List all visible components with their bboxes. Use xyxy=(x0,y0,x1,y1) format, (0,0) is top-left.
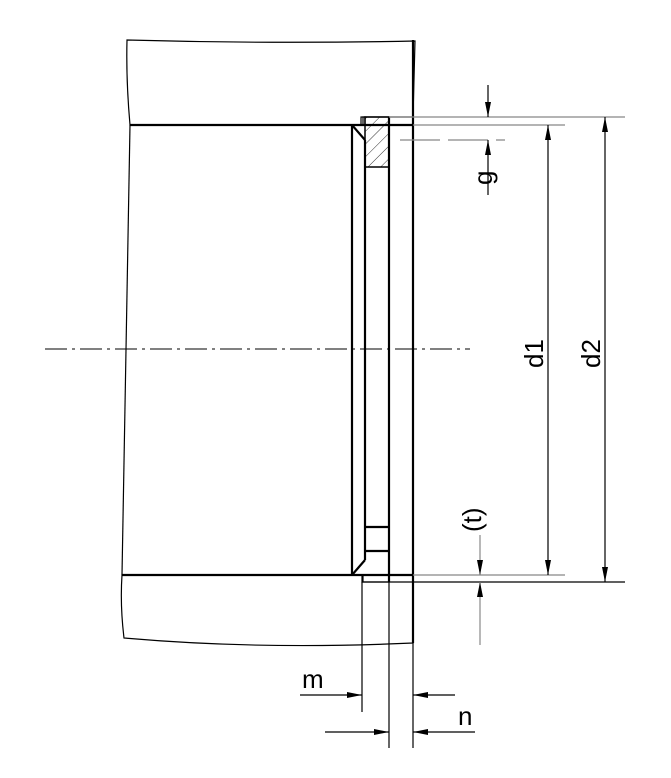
dimension-g: g xyxy=(468,85,498,195)
extension-lines xyxy=(361,116,625,748)
housing-bottom-section xyxy=(120,574,414,647)
dimension-d1: d1 xyxy=(519,125,551,575)
label-n: n xyxy=(458,701,472,731)
retaining-ring xyxy=(350,116,391,583)
dimension-n: n xyxy=(325,701,475,735)
housing-top-section xyxy=(126,39,416,126)
label-d2: d2 xyxy=(576,339,606,368)
label-d1: d1 xyxy=(519,339,549,368)
dimension-m: m xyxy=(300,664,455,698)
label-g: g xyxy=(468,171,498,185)
dimension-t: (t) xyxy=(457,507,487,645)
label-t: (t) xyxy=(457,507,487,532)
label-m: m xyxy=(302,664,324,694)
dimension-d2: d2 xyxy=(576,117,608,582)
